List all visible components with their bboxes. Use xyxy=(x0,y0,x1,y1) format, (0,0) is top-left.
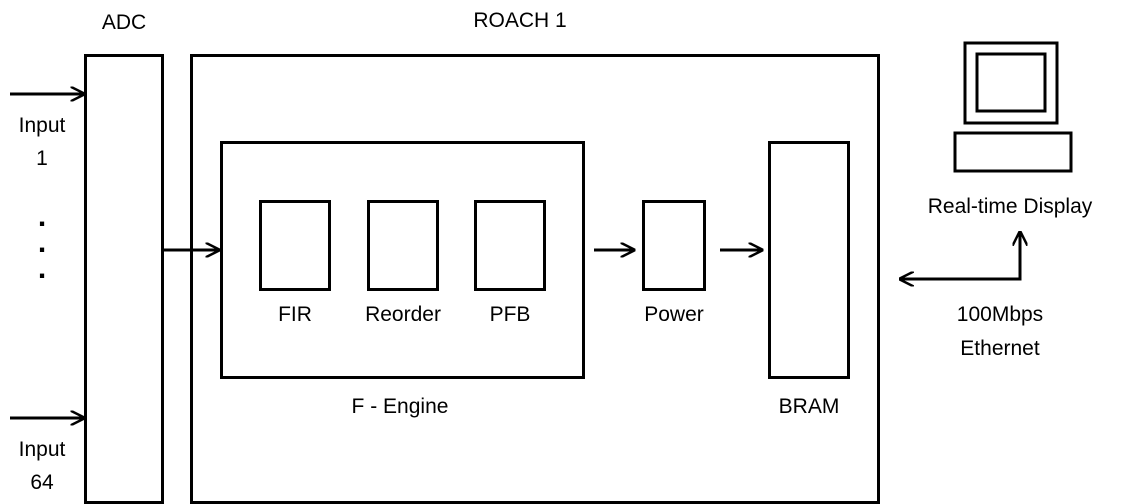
input-1-label-line1: Input xyxy=(18,114,66,137)
bram-label: BRAM xyxy=(778,395,840,418)
fir-block xyxy=(259,200,331,291)
power-block xyxy=(642,200,706,291)
ethernet-type-label: Ethernet xyxy=(960,337,1040,360)
reorder-label: Reorder xyxy=(365,303,441,326)
computer-icon xyxy=(953,41,1073,173)
adc-label: ADC xyxy=(101,11,147,34)
reorder-block xyxy=(367,200,439,291)
f-engine-label: F - Engine xyxy=(351,395,449,418)
ethernet-speed-label: 100Mbps xyxy=(956,303,1044,326)
power-label: Power xyxy=(644,303,704,326)
pfb-label: PFB xyxy=(489,303,531,326)
display-label: Real-time Display xyxy=(927,195,1093,218)
input-64-label-line2: 64 xyxy=(30,471,54,494)
ethernet-connection-arrow xyxy=(900,232,1020,279)
input-1-label-line2: 1 xyxy=(36,147,48,170)
roach-label: ROACH 1 xyxy=(473,9,567,32)
fir-label: FIR xyxy=(278,303,312,326)
adc-box xyxy=(84,54,164,504)
bram-block xyxy=(768,141,850,379)
pfb-block xyxy=(474,200,546,291)
ellipsis-dots: . . . xyxy=(37,200,47,285)
input-64-label-line1: Input xyxy=(18,438,66,461)
